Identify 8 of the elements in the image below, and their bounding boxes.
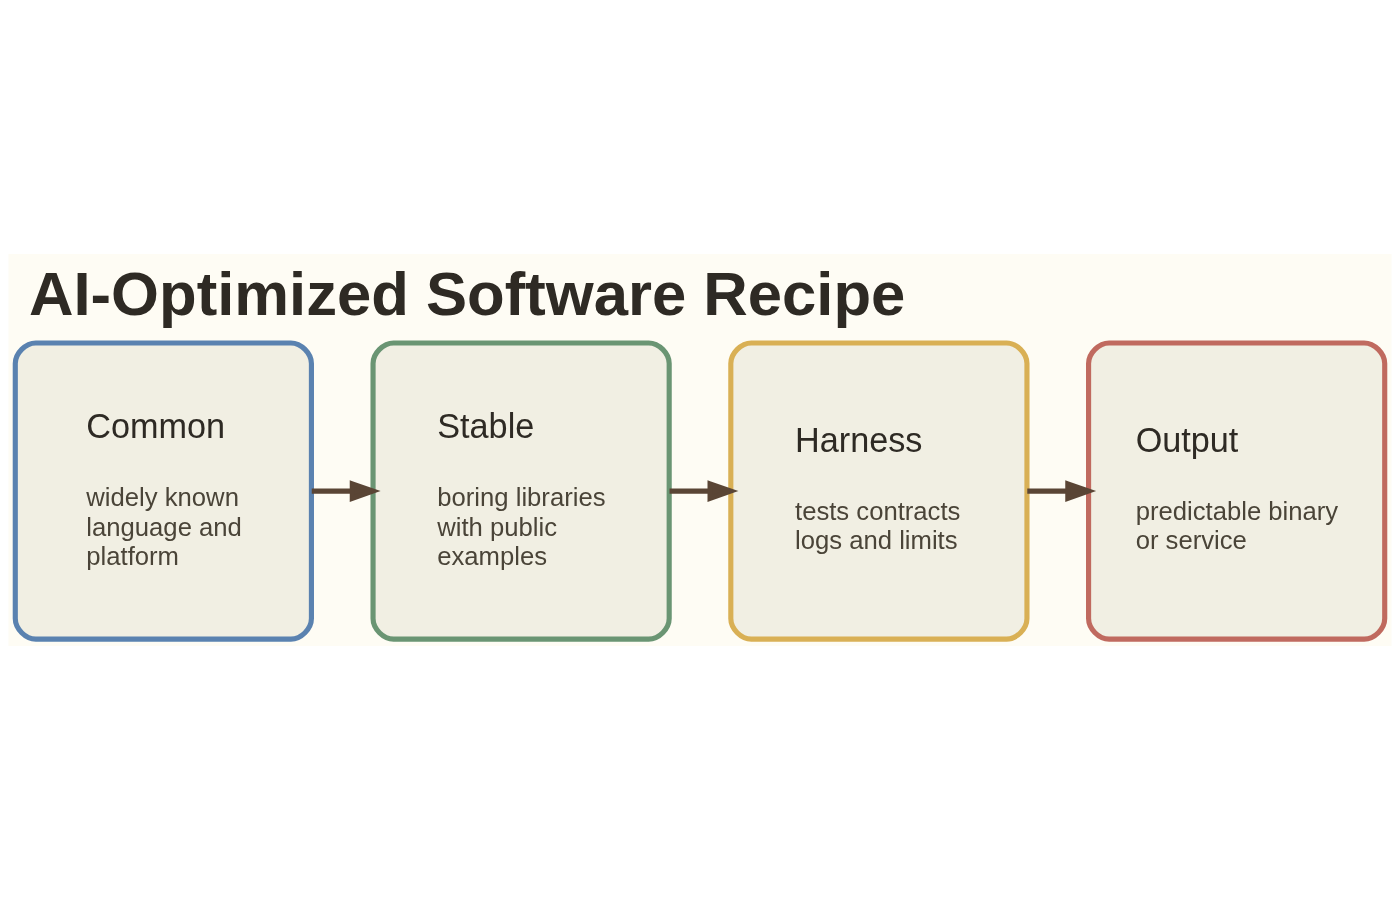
node-box: Harness tests contracts logs and limits [728, 340, 1030, 642]
arrow [311, 480, 381, 502]
node-box: Output predictable binary or service [1086, 340, 1388, 642]
node-box: Stable boring libraries with public examples [370, 340, 672, 642]
arrow [1027, 480, 1097, 502]
diagram-title: AI-Optimized Software Recipe [28, 259, 906, 329]
node-box: Common widely known language and platform [12, 340, 314, 642]
arrow [669, 480, 739, 502]
